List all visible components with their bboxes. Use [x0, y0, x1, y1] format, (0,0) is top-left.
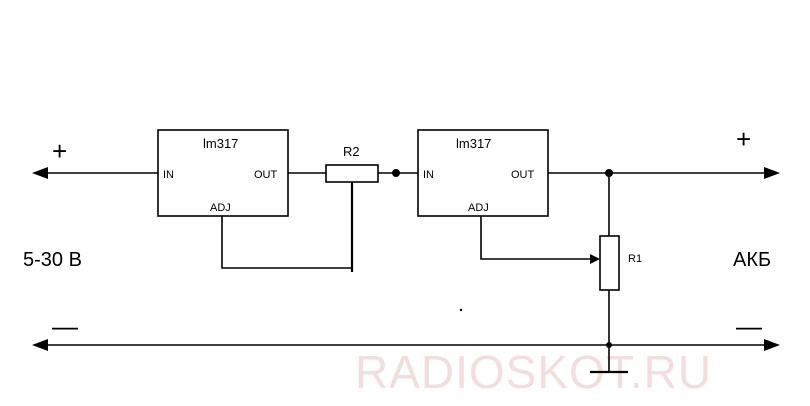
- junction-dot: [392, 169, 400, 177]
- arrow-right-icon: [764, 339, 780, 351]
- r1-label: R1: [628, 253, 642, 265]
- left-minus-sign: —: [52, 311, 78, 341]
- battery-label: АКБ: [733, 249, 771, 271]
- chip2-name: lm317: [456, 136, 491, 151]
- chip1-name: lm317: [203, 136, 238, 151]
- junction-dot: [606, 342, 612, 348]
- stray-dot: [459, 308, 463, 312]
- resistor-r1: [599, 235, 620, 291]
- chip2-in-label: IN: [423, 169, 434, 181]
- junction-dot: [605, 169, 613, 177]
- arrow-left-icon: [32, 339, 48, 351]
- arrow-right-icon: [764, 167, 780, 179]
- arrow-left-icon: [32, 167, 48, 179]
- r2-label: R2: [343, 144, 360, 159]
- input-voltage-label: 5-30 В: [23, 249, 82, 271]
- chip2-adj-label: ADJ: [468, 202, 489, 214]
- adj1-wire: [221, 216, 352, 269]
- adj2-wire: [480, 216, 598, 260]
- chip1-adj-label: ADJ: [210, 202, 231, 214]
- wiper-arrow-icon: [590, 254, 600, 264]
- watermark: RADIOSKOT.RU: [355, 346, 712, 398]
- right-plus-sign: +: [736, 124, 751, 154]
- chip1-in-label: IN: [163, 169, 174, 181]
- resistor-r2: [325, 164, 379, 183]
- chip1-out-label: OUT: [254, 169, 278, 181]
- left-plus-sign: +: [52, 136, 67, 166]
- right-minus-sign: —: [736, 311, 762, 341]
- chip2-out-label: OUT: [511, 169, 535, 181]
